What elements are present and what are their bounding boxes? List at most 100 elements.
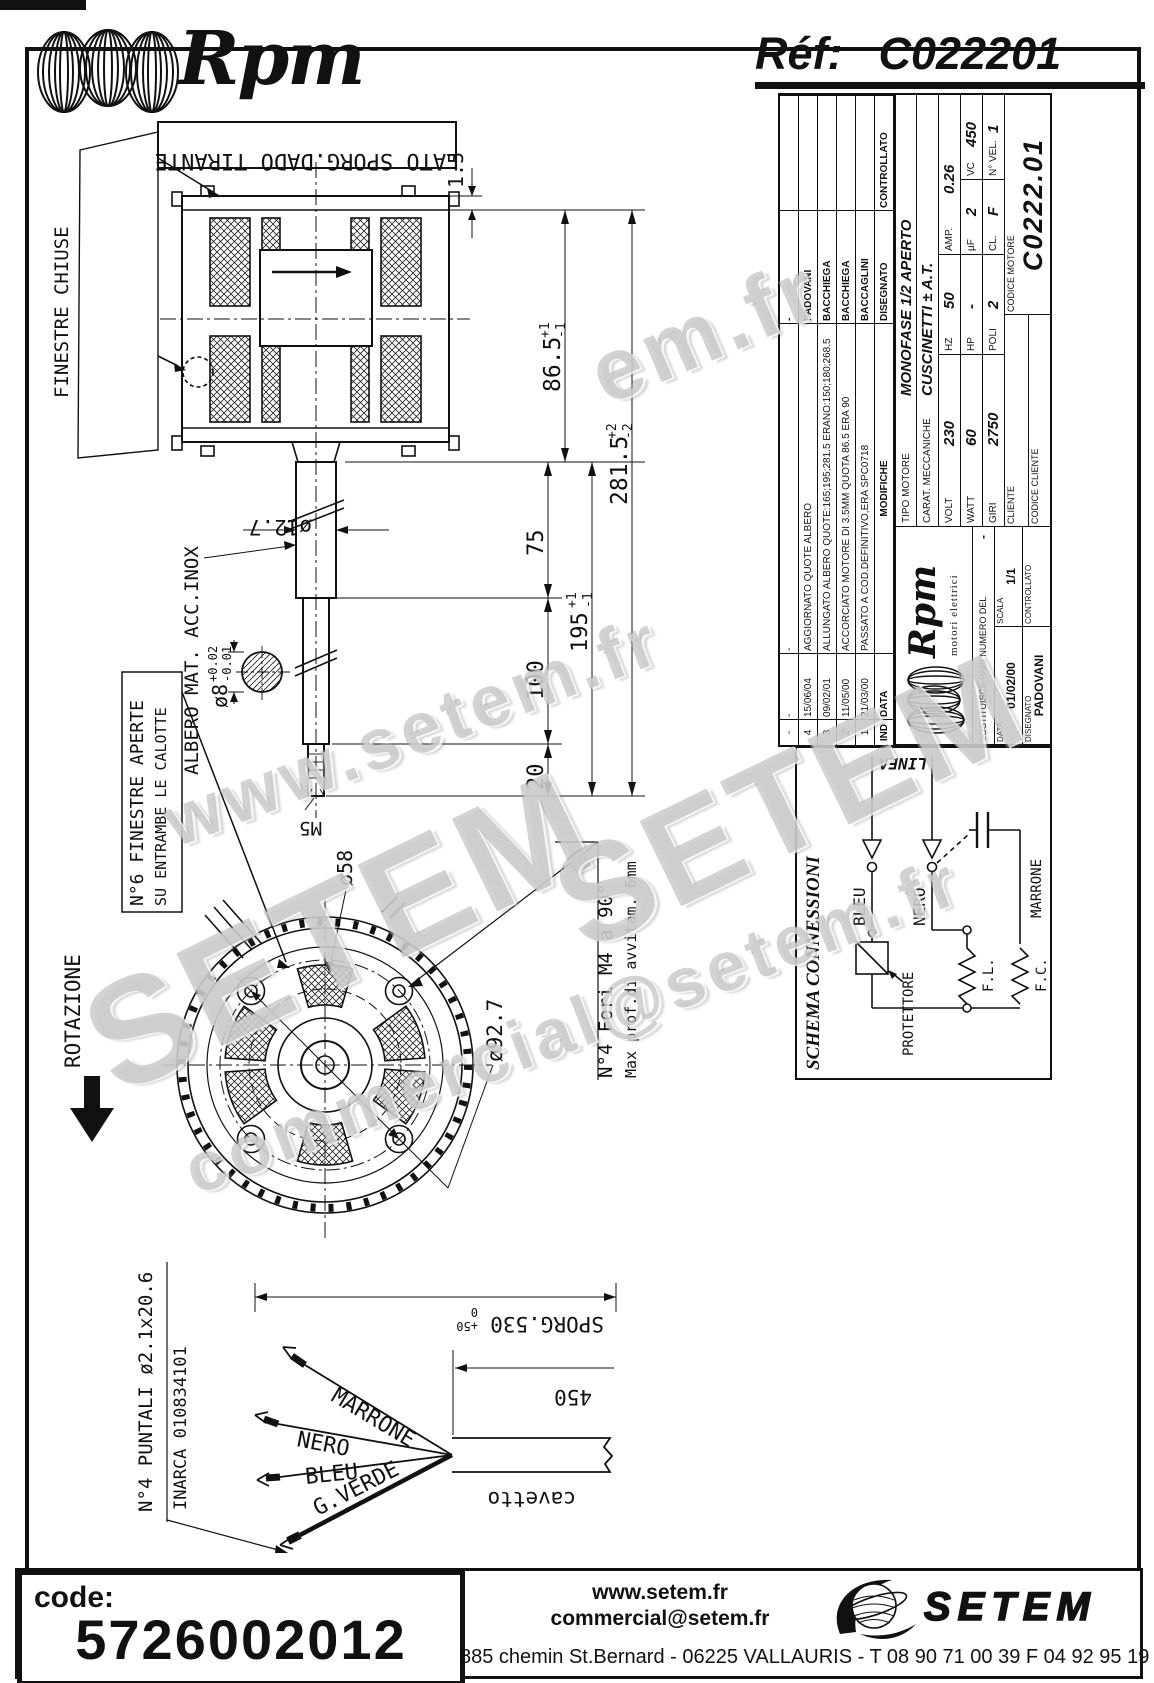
vc-label: VC: [966, 162, 977, 176]
revision-row: 2 11/05/00 ACCORCIATO MOTORE DI 3.5MM QU…: [837, 95, 856, 745]
carat-value: CUSCINETTI ± A.T.: [919, 262, 936, 396]
amp-value: 0.26: [941, 164, 958, 194]
giri-cell: GIRI 2750: [982, 355, 1004, 527]
rev-header-controllato: CONTROLLATO: [875, 95, 894, 210]
label-puntali: N°4 PUNTALI ø2.1x20.6: [135, 1272, 157, 1512]
schema-bleu: BLEU: [850, 887, 869, 926]
dim-plate: 1.5: [444, 152, 468, 188]
codice-motore-cell: CODICE MOTORE C0222.01: [1004, 95, 1050, 315]
rpm-tagline: motori elettrici: [948, 574, 960, 656]
nvel-value: 1: [985, 124, 1002, 133]
volt-cell: VOLT 230: [938, 355, 960, 527]
label-finestre-aperte-2: SU ENTRAMBE LE CALOTTE: [152, 707, 170, 906]
rev-date: -: [780, 653, 799, 719]
codice-motore-label: CODICE MOTORE: [1006, 235, 1016, 312]
rev-by: -: [780, 210, 799, 323]
rev-by: BACCHIEGA: [818, 210, 837, 323]
rev-ind: 2: [837, 719, 856, 745]
setem-swoosh-icon: [836, 1579, 892, 1634]
rev-desc: -: [780, 323, 799, 653]
rev-by: BACCAGLINI: [856, 210, 875, 323]
dim-total: 281.5: [607, 436, 633, 505]
cl-cell: CL. F: [982, 180, 1004, 255]
label-fori-prof: Max prof.di avvitam. 6mm: [622, 861, 640, 1078]
vc-value: 450: [963, 121, 980, 147]
footer-email: commercial@setem.fr: [550, 1607, 770, 1630]
label-finestre-chiuse: FINESTRE CHIUSE: [51, 226, 73, 398]
dim-stack: 86.5: [540, 337, 566, 392]
connection-schema: SCHEMA CONNESSIONI: [803, 754, 1050, 1070]
rev-ind: 1: [856, 719, 875, 745]
codice-cliente-label: CODICE CLIENTE: [1030, 448, 1040, 524]
dim-d58: ø58: [333, 850, 357, 886]
label-nero: NERO: [295, 1427, 352, 1462]
vc-cell: VC 450: [960, 95, 982, 180]
uf-cell: µF 2: [960, 180, 982, 255]
rev-date: 21/03/00: [856, 653, 875, 719]
rev-by: BACCHIEGA: [837, 210, 856, 323]
label-fori-m4: N°4 Fori M4 a 90°: [595, 884, 617, 1078]
revision-row: 3 09/02/01 ALLUNGATO ALBERO QUOTE:165;19…: [818, 95, 837, 745]
rev-header-disegnato: DISEGNATO: [875, 210, 894, 323]
rev-desc: ALLUNGATO ALBERO QUOTE:165;195;281.5 ERA…: [818, 323, 837, 653]
dim-sporg530: SPORG.530: [490, 1312, 604, 1336]
poli-label: POLI: [988, 328, 999, 351]
hp-cell: HP -: [960, 255, 982, 355]
rev-desc: AGGIORNATO QUOTE ALBERO: [799, 323, 818, 653]
footer-contact: www.setem.fr commercial@setem.fr: [520, 1580, 800, 1632]
rev-header-ind: IND: [875, 719, 894, 745]
footer-site: www.setem.fr: [592, 1581, 728, 1604]
disegnato-label: DISEGNATO: [1024, 695, 1033, 742]
setem-logo: SETEM: [836, 1579, 1091, 1639]
code-label: code:: [34, 1581, 115, 1614]
dim-20: 20: [524, 764, 549, 791]
rev-date: 11/05/00: [837, 653, 856, 719]
dim-d8-tol-p: +0.02: [206, 646, 220, 682]
code-value: 5726002012: [75, 1608, 407, 1671]
side-view-labels: LATO SPORG.DADO TIRANTE FINESTRE CHIUSE …: [51, 148, 459, 775]
cl-label: CL.: [988, 235, 999, 251]
rev-check: [856, 95, 875, 210]
cliente-cell: CLIENTE: [1004, 315, 1028, 527]
label-bleu: BLEU: [304, 1460, 359, 1490]
controllato-cell: CONTROLLATO: [1022, 527, 1050, 627]
rev-by: PADOVANI: [799, 210, 818, 323]
revision-table: - - - - 4 15/06/04 AGGIORNATO QUOTE ALBE…: [780, 95, 894, 745]
dim-d12-7: ø12.7: [249, 515, 312, 539]
revision-row: 1 21/03/00 PASSATO A COD.DEFINITIVO,ERA …: [856, 95, 875, 745]
volt-value: 230: [941, 420, 958, 446]
rev-header-modifiche: MODIFICHE: [875, 323, 894, 653]
wire-labels: MARRONE NERO BLEU G.VERDE cavetto 450 SP…: [135, 1272, 604, 1522]
schema-protettore: PROTETTORE: [901, 972, 917, 1056]
motor-front-view: [162, 841, 599, 1240]
side-view-dimensions: [203, 168, 645, 811]
tipo-motore-cell: TIPO MOTORE MONOFASE 1/2 APERTO: [894, 95, 916, 527]
poli-value: 2: [985, 300, 1002, 309]
carat-label: CARAT. MECCANICHE: [922, 418, 933, 523]
revision-header-row: IND DATA MODIFICHE DISEGNATO CONTROLLATO: [875, 95, 894, 745]
nvel-label: N° VEL.: [988, 140, 999, 176]
sostituisce-value: -: [976, 535, 990, 539]
dim-stack-tol-p: +1: [538, 322, 553, 338]
hp-value: -: [963, 304, 980, 309]
watt-cell: WATT 60: [960, 355, 982, 527]
schema-linea: LINEA: [879, 754, 927, 773]
amp-label: AMP.: [944, 227, 955, 251]
rpm-logo-text: Rpm: [178, 16, 366, 102]
dim-stack-tol-m: -1: [554, 322, 569, 338]
codice-cliente-cell: CODICE CLIENTE: [1028, 315, 1050, 527]
label-albero: ALBERO MAT. ACC.INOX: [181, 546, 203, 775]
volt-label: VOLT: [944, 497, 955, 523]
dim-sporg-tol-p: +50: [456, 1319, 478, 1333]
rev-header-data: DATA: [875, 653, 894, 719]
uf-label: µF: [966, 239, 977, 251]
rev-check: [780, 95, 799, 210]
dim-195-tol-m: -1: [581, 592, 596, 608]
rev-date: 15/06/04: [799, 653, 818, 719]
watt-label: WATT: [966, 495, 977, 523]
hz-label: HZ: [944, 337, 955, 351]
nvel-cell: N° VEL. 1: [982, 95, 1004, 180]
ref-value: C022201: [878, 28, 1062, 79]
